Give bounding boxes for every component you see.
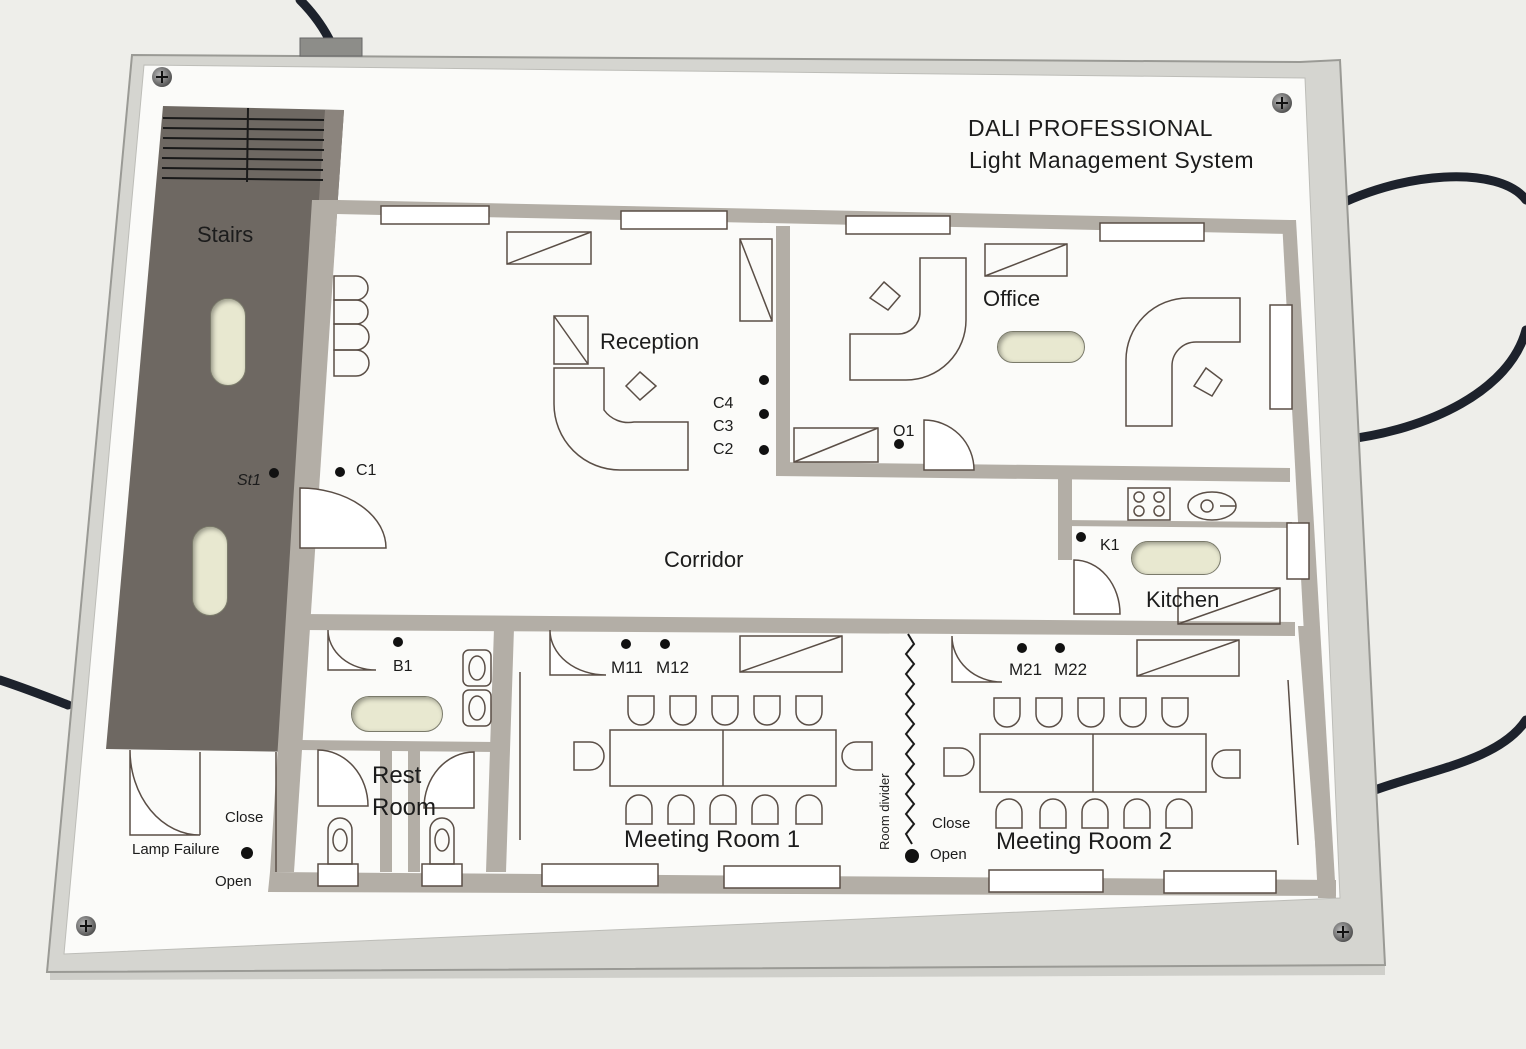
office-light-slot [997, 331, 1085, 363]
room-label-office: Office [983, 286, 1041, 311]
screw-icon [76, 916, 96, 936]
sensor-st1[interactable] [269, 468, 279, 478]
panel-title-line1: DALI PROFESSIONAL [968, 115, 1213, 141]
cable [0, 0, 1526, 795]
room-label-rest-room-1: Rest [372, 762, 422, 789]
screw-icon [152, 67, 172, 87]
sensor-o1[interactable] [894, 439, 904, 449]
screw-icon [1272, 93, 1292, 113]
room-divider-zigzag [904, 633, 916, 845]
room-divider-switch[interactable] [905, 849, 919, 863]
sensor-label-c1: C1 [356, 462, 377, 479]
stairs-light-slot-bottom [192, 526, 228, 616]
sensor-b1[interactable] [393, 637, 403, 647]
sensor-label-m11: M11 [611, 658, 643, 677]
room-label-corridor: Corridor [664, 547, 744, 572]
sensor-label-c2: C2 [713, 441, 734, 458]
sensor-label-b1: B1 [393, 658, 413, 675]
room-label-rest-room-2: Room [372, 794, 437, 821]
lamp-failure-switch[interactable] [241, 847, 253, 859]
sensor-c2[interactable] [759, 445, 769, 455]
sensor-c1[interactable] [335, 467, 345, 477]
stairs-light-slot-top [210, 298, 246, 386]
restroom-light-slot [351, 696, 443, 732]
sensor-label-m12: M12 [656, 658, 690, 677]
sensor-label-c4: C4 [713, 395, 734, 412]
sensor-m22[interactable] [1055, 643, 1065, 653]
sensor-m11[interactable] [621, 639, 631, 649]
switch-label-close-left: Close [225, 809, 264, 826]
sensor-label-c3: C3 [713, 418, 734, 435]
sensor-c4[interactable] [759, 375, 769, 385]
room-label-stairs: Stairs [197, 222, 254, 247]
sensor-m12[interactable] [660, 639, 670, 649]
sensor-m21[interactable] [1017, 643, 1027, 653]
room-divider-label: Room divider [877, 773, 892, 850]
kitchen-light-slot [1131, 541, 1221, 575]
divider-label-close: Close [932, 815, 971, 832]
divider-label-open: Open [930, 846, 967, 863]
panel-title-line2: Light Management System [969, 147, 1255, 173]
sensor-c3[interactable] [759, 409, 769, 419]
room-label-meeting-room-1: Meeting Room 1 [624, 826, 801, 853]
switch-label-open-left: Open [215, 873, 252, 890]
sensor-k1[interactable] [1076, 532, 1086, 542]
room-label-meeting-room-2: Meeting Room 2 [996, 828, 1173, 855]
sensor-label-m21: M21 [1009, 660, 1043, 679]
lamp-failure-label: Lamp Failure [132, 841, 220, 858]
room-label-reception: Reception [600, 329, 700, 354]
sensor-label-m22: M22 [1054, 660, 1088, 679]
sensor-label-k1: K1 [1100, 537, 1120, 554]
room-label-kitchen: Kitchen [1146, 587, 1220, 612]
sensor-label-st1: St1 [237, 472, 262, 489]
sensor-label-o1: O1 [893, 423, 915, 440]
screw-icon [1333, 922, 1353, 942]
